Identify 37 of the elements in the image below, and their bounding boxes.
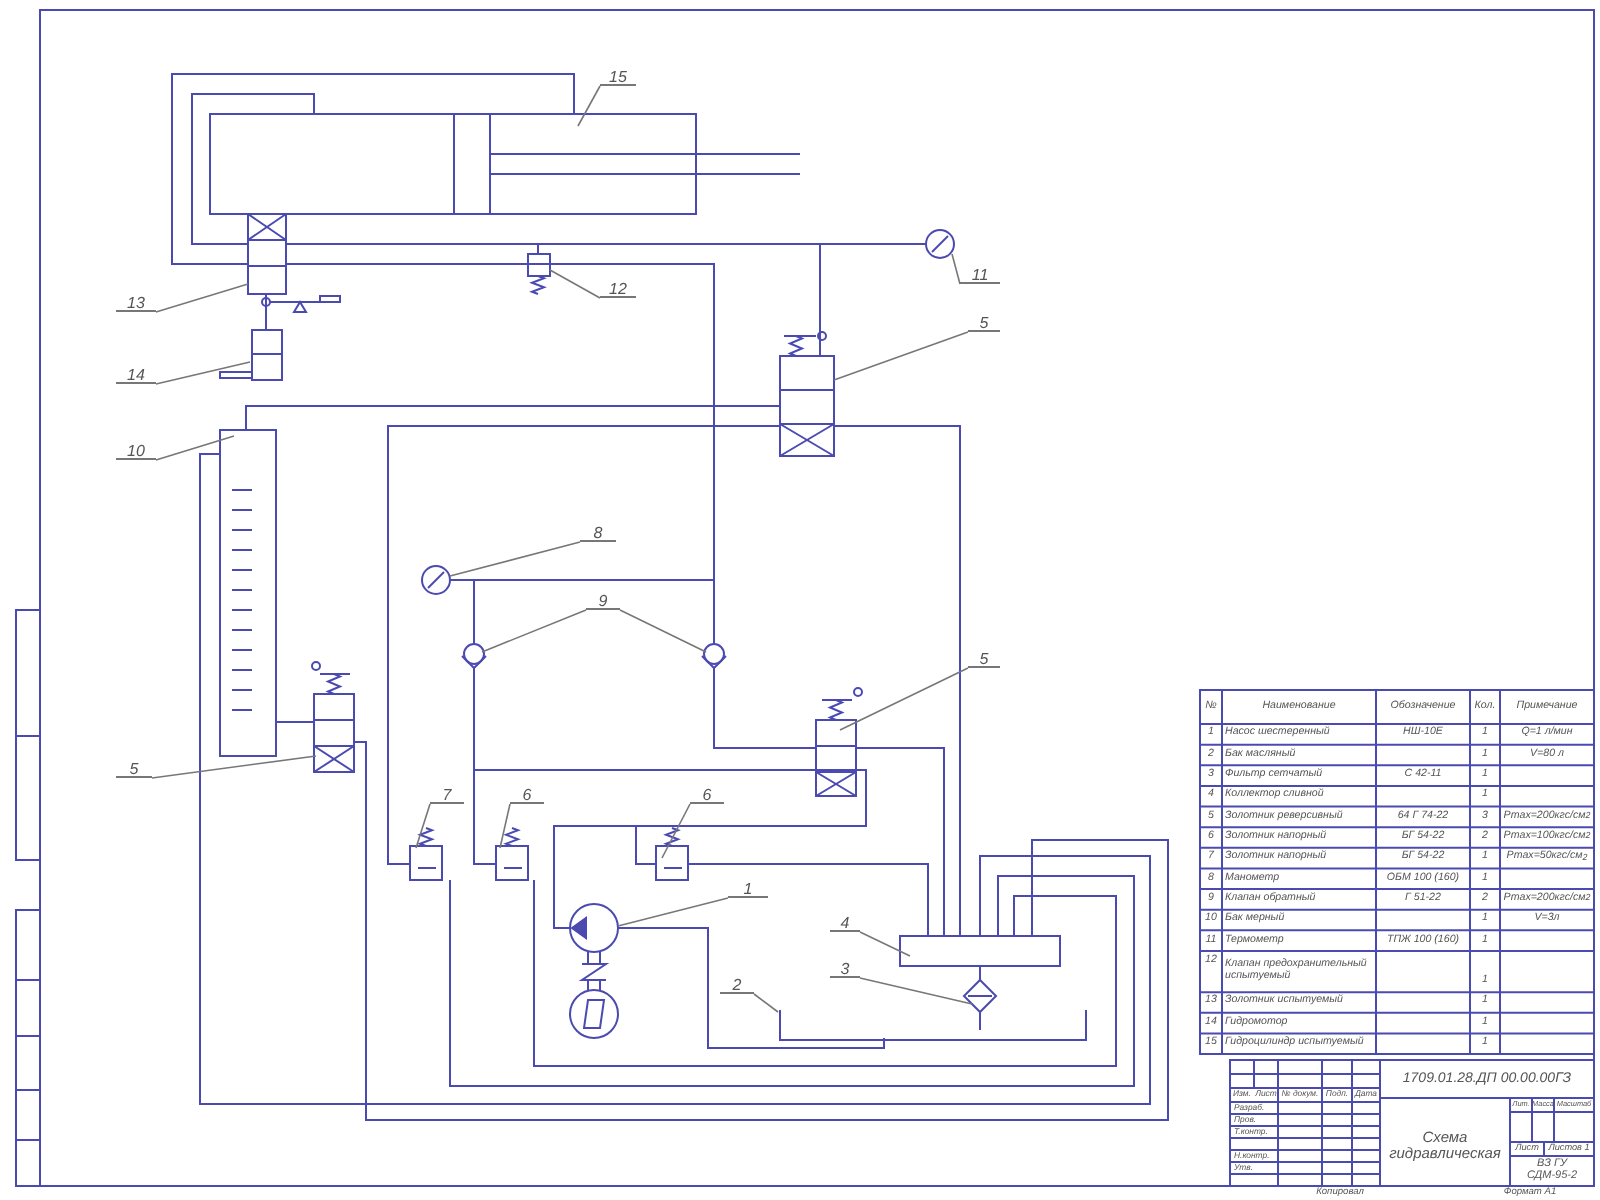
leader-line [859, 977, 973, 1005]
callout-number: 9 [586, 592, 620, 610]
callout-number: 3 [830, 960, 860, 978]
leader-line [839, 667, 969, 731]
callout-number: 12 [600, 280, 636, 298]
callout-number: 5 [116, 760, 152, 778]
leader-line [619, 609, 707, 653]
leader-line [661, 803, 691, 859]
leader-line [151, 755, 317, 779]
leader-line [481, 609, 587, 653]
leader-line [499, 803, 511, 849]
callout-number: 14 [116, 366, 156, 384]
callout-number: 1 [728, 880, 768, 898]
callout-number: 15 [600, 68, 636, 86]
leader-line [753, 993, 779, 1013]
callout-number: 7 [430, 786, 464, 804]
callout-number: 8 [580, 524, 616, 542]
leader-line [833, 331, 969, 381]
leader-line [155, 361, 251, 385]
callout-number: 10 [116, 442, 156, 460]
leader-line [155, 435, 235, 461]
leader-line [859, 931, 911, 957]
callout-number: 6 [690, 786, 724, 804]
callout-number: 5 [968, 314, 1000, 332]
leader-line [617, 897, 729, 927]
leader-line [951, 253, 961, 285]
leader-line [155, 283, 249, 313]
leader-line [577, 85, 601, 127]
leader-line [449, 541, 581, 577]
callout-number: 6 [510, 786, 544, 804]
callout-number: 4 [830, 914, 860, 932]
callout-number: 13 [116, 294, 156, 312]
callout-number: 11 [960, 266, 1000, 284]
leader-line [549, 269, 601, 299]
callout-number: 2 [720, 976, 754, 994]
callout-number: 5 [968, 650, 1000, 668]
leader-line [415, 803, 431, 849]
